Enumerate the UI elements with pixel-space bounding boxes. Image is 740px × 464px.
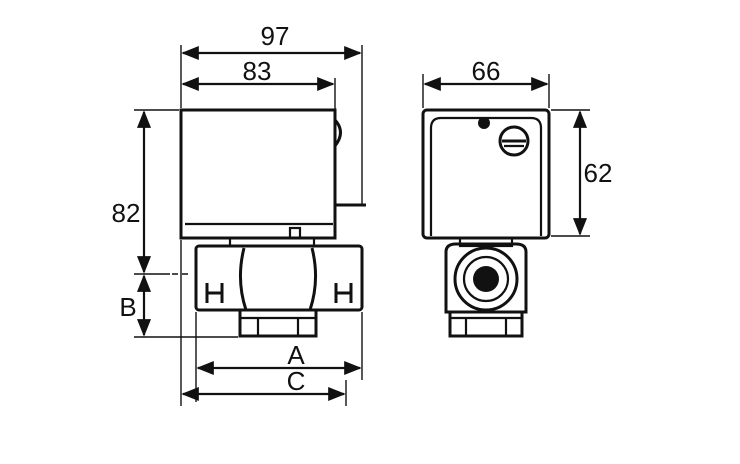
dim-82-label: 82 <box>112 198 141 228</box>
side-neck <box>458 236 514 248</box>
dim-a-label: A <box>287 340 305 370</box>
dim-b-label: B <box>119 292 136 322</box>
side-valve-body <box>444 242 528 314</box>
left-port-mark <box>205 283 224 303</box>
dim-66-label: 66 <box>472 56 501 86</box>
dial-icon <box>498 125 530 157</box>
side-view: 66 62 <box>421 56 613 338</box>
dim-c-label: C <box>287 366 306 396</box>
valve-bonnet <box>239 247 317 311</box>
bottom-nut <box>238 308 318 338</box>
front-view: 97 83 82 B A C <box>112 21 366 406</box>
side-housing-inner <box>429 116 543 236</box>
dim-83-label: 83 <box>243 56 272 86</box>
actuator-housing <box>179 108 337 240</box>
dim-62-label: 62 <box>584 158 613 188</box>
dim-97-label: 97 <box>261 21 290 51</box>
coupling-pin <box>288 226 302 240</box>
side-knob <box>333 118 342 147</box>
side-housing <box>421 108 551 240</box>
port-outer-ring <box>453 246 519 312</box>
port-opening <box>473 266 499 292</box>
side-bottom-nut <box>448 310 524 338</box>
port-inner-ring <box>462 255 510 303</box>
right-port-mark <box>334 283 353 303</box>
screw-icon <box>478 117 490 129</box>
